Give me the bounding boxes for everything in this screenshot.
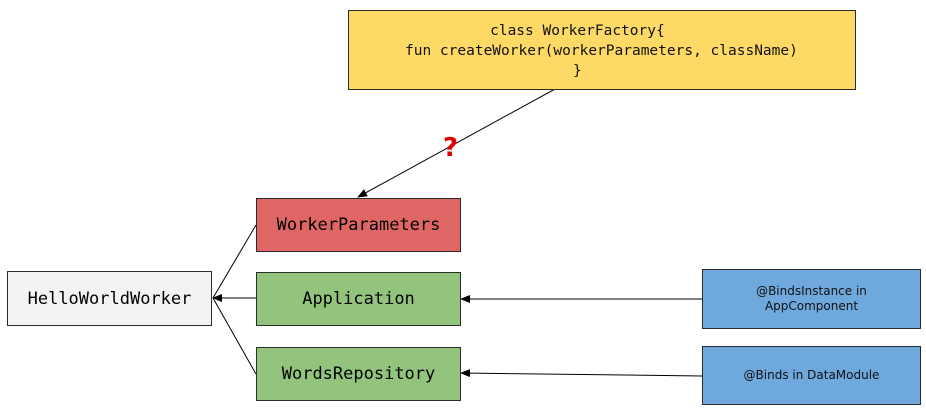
binds-data-module-label: @Binds in DataModule: [743, 368, 880, 382]
factory-code-line-1: class WorkerFactory{: [490, 23, 665, 39]
unknown-question-mark: ?: [443, 133, 459, 163]
worker-parameters-label: WorkerParameters: [276, 215, 441, 235]
hello-world-worker-node: HelloWorldWorker: [7, 271, 212, 326]
application-label: Application: [302, 289, 415, 309]
binds-instance-label-line-1: @BindsInstance in: [756, 284, 867, 298]
words-repository-node: WordsRepository: [256, 347, 461, 401]
hello-world-worker-label: HelloWorldWorker: [27, 288, 192, 309]
binds-instance-node: @BindsInstance in AppComponent: [702, 269, 921, 329]
edge-worker-parameters-to-hello-worker: [212, 224, 257, 299]
binds-instance-label-line-2: AppComponent: [764, 299, 859, 313]
edge-binds-data-to-words-repository: [460, 369, 703, 378]
words-repository-label: WordsRepository: [281, 364, 436, 384]
worker-factory-code-box: class WorkerFactory{ fun createWorker(wo…: [348, 10, 856, 90]
factory-code-line-3: }: [573, 63, 582, 79]
application-node: Application: [256, 272, 461, 326]
factory-code-line-2: fun createWorker(workerParameters, class…: [405, 43, 798, 59]
binds-data-module-node: @Binds in DataModule: [702, 346, 921, 405]
edge-words-repository-to-hello-worker: [212, 297, 257, 375]
worker-parameters-node: WorkerParameters: [256, 198, 461, 252]
